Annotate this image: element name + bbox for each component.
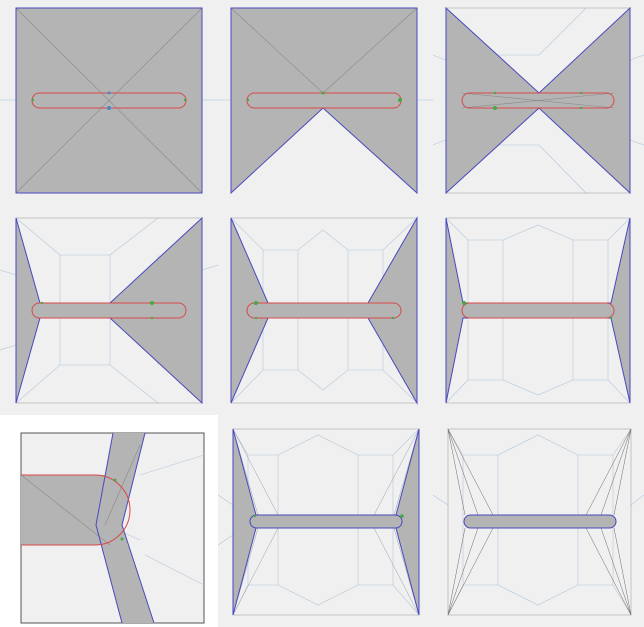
node-marker (184, 99, 186, 101)
node-marker (41, 302, 43, 304)
node-marker (107, 106, 111, 110)
node-marker (255, 317, 257, 319)
node-marker (151, 317, 153, 319)
node-marker (32, 99, 34, 101)
node-marker (398, 98, 402, 102)
shape-fill (446, 218, 630, 403)
node-marker (121, 538, 124, 541)
node-marker (494, 92, 496, 94)
node-marker (254, 301, 258, 305)
panel-notched-square (218, 0, 433, 210)
node-marker (108, 92, 111, 95)
node-marker (150, 301, 154, 305)
node-marker (322, 92, 325, 95)
node-marker (400, 514, 404, 518)
panel-bowtie (433, 0, 644, 210)
panel-zoom-detail (0, 415, 218, 627)
panel-thin-bowtie (0, 210, 218, 415)
panel-final-bar (433, 415, 644, 627)
node-marker (493, 106, 497, 110)
node-marker (462, 301, 466, 305)
node-marker (580, 107, 582, 109)
panel-bar-with-slivers (218, 415, 433, 627)
panel-narrow-bowtie (218, 210, 433, 415)
node-marker (247, 99, 249, 101)
panel-square (0, 0, 218, 210)
shape-fill (231, 8, 417, 193)
node-marker (580, 92, 582, 94)
node-marker (610, 317, 612, 319)
node-marker (114, 479, 117, 482)
node-marker (392, 317, 394, 319)
panel-bar-with-spikes (433, 210, 644, 415)
bar-fill (250, 515, 402, 528)
shape-fill (16, 218, 202, 403)
node-marker (254, 515, 256, 517)
bar-fill (464, 515, 616, 528)
